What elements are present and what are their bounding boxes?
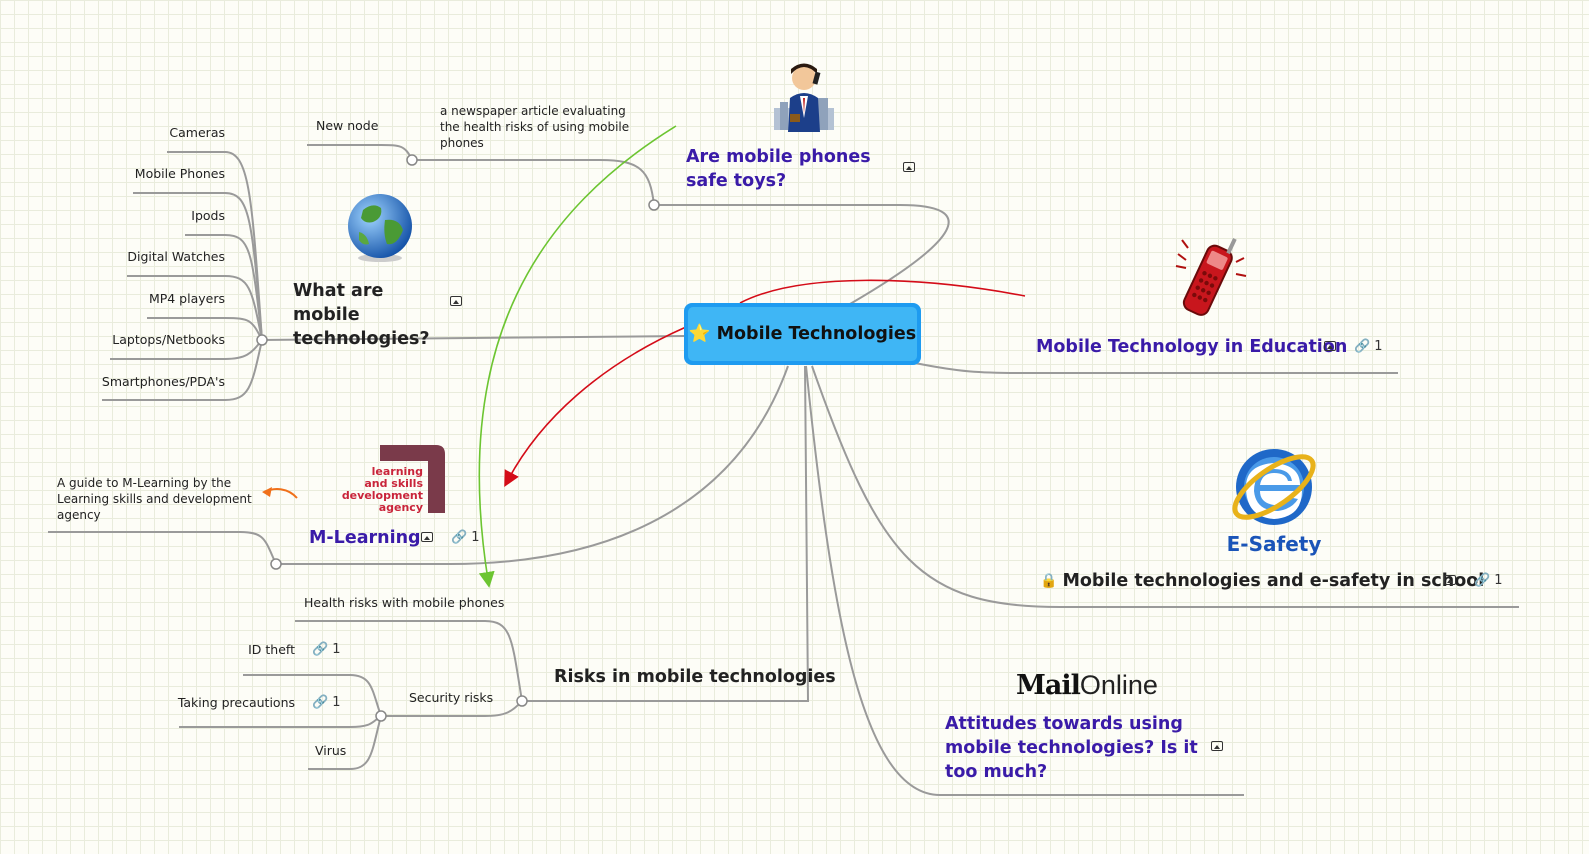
link-icon: 🔗 (312, 642, 329, 657)
subtopic-security-risks[interactable]: Security risks (409, 690, 494, 705)
link-indicator[interactable]: 🔗1 (312, 642, 340, 657)
branch-what-are (261, 335, 687, 341)
link-count: 1 (1374, 339, 1383, 354)
businessman-phone-image (772, 58, 836, 132)
branch-safe-toys (656, 204, 950, 305)
topic-risks[interactable]: Risks in mobile technologies (554, 667, 836, 687)
logo-online-text: Online (1079, 670, 1158, 700)
lock-icon: 🔒 (1040, 573, 1058, 589)
image-icon (1444, 575, 1456, 585)
image-indicator[interactable] (421, 532, 433, 542)
central-topic[interactable]: ⭐ Mobile Technologies (684, 303, 921, 365)
link-indicator[interactable]: 🔗1 (451, 530, 479, 545)
image-indicator[interactable] (903, 162, 915, 172)
esafety-caption: E-Safety (1227, 532, 1322, 556)
link-count: 1 (471, 530, 480, 545)
relation-health-green (478, 125, 677, 588)
subtopic-mlearning-note[interactable]: A guide to M-Learning by the Learning sk… (57, 476, 252, 522)
branch-risks (522, 365, 810, 702)
leaf-taking-precautions[interactable]: Taking precautions (177, 695, 295, 710)
central-topic-label: Mobile Technologies (716, 324, 917, 344)
mailonline-logo: Mail Online (1016, 670, 1158, 701)
image-icon (421, 532, 433, 542)
branch-mlearning (276, 365, 789, 565)
link-indicator[interactable]: 🔗1 (1354, 339, 1382, 354)
leaf-item[interactable]: MP4 players (148, 291, 225, 306)
subtopic-newspaper[interactable]: a newspaper article evaluating the healt… (440, 104, 630, 150)
branch-esafety (811, 365, 1519, 608)
topic-attitudes[interactable]: Attitudes towards using mobile technolog… (945, 714, 1198, 782)
topic-mlearning[interactable]: M-Learning (309, 528, 421, 548)
link-count: 1 (1494, 573, 1503, 588)
leaf-item[interactable]: Mobile Phones (134, 166, 225, 181)
logo-line: development (342, 489, 423, 502)
lsda-logo: learning and skills development agency (340, 445, 446, 514)
globe-image (343, 190, 417, 264)
image-icon (450, 296, 462, 306)
link-icon: 🔗 (312, 695, 329, 710)
link-icon: 🔗 (1474, 573, 1491, 588)
relation-education-red (739, 279, 1026, 304)
logo-mail-text: Mail (1016, 670, 1081, 701)
link-icon: 🔗 (1354, 339, 1371, 354)
image-indicator[interactable] (450, 296, 462, 306)
leaf-id-theft[interactable]: ID theft (248, 642, 295, 657)
image-indicator[interactable] (1211, 741, 1223, 751)
esafety-logo-image: E-Safety (1226, 435, 1322, 559)
link-count: 1 (332, 695, 341, 710)
red-phone-image (1172, 232, 1248, 324)
logo-line: agency (379, 501, 423, 513)
link-icon: 🔗 (451, 530, 468, 545)
link-count: 1 (332, 642, 341, 657)
image-icon (903, 162, 915, 172)
branch-newspaper (412, 159, 655, 206)
image-icon (1211, 741, 1223, 751)
relation-mlearning-red (504, 326, 687, 488)
leaf-item[interactable]: Digital Watches (127, 249, 225, 264)
link-indicator[interactable]: 🔗1 (312, 695, 340, 710)
subtopic-new-node[interactable]: New node (316, 118, 379, 133)
image-icon (1324, 341, 1336, 351)
leaf-item[interactable]: Laptops/Netbooks (112, 332, 225, 347)
branch-attitudes (805, 365, 1244, 796)
topic-safe-toys[interactable]: Are mobile phones safe toys? (686, 147, 871, 191)
subtopic-health-risks[interactable]: Health risks with mobile phones (304, 595, 505, 610)
topic-what-are[interactable]: What are mobile technologies? (293, 281, 430, 349)
link-indicator[interactable]: 🔗1 (1474, 573, 1502, 588)
image-indicator[interactable] (1324, 341, 1336, 351)
leaf-item[interactable]: Ipods (191, 208, 225, 223)
leaf-virus[interactable]: Virus (315, 743, 347, 758)
logo-line: and skills (364, 477, 423, 490)
logo-line: learning (372, 465, 423, 478)
topic-education[interactable]: Mobile Technology in Education (1036, 337, 1348, 357)
leaf-item[interactable]: Smartphones/PDA's (101, 374, 225, 389)
branch-education (914, 362, 1398, 374)
star-icon: ⭐ (688, 324, 711, 344)
branch-new-node (307, 144, 413, 161)
topic-esafety-label: Mobile technologies and e-safety in scho… (1062, 571, 1485, 591)
image-indicator[interactable] (1444, 575, 1456, 585)
topic-esafety[interactable]: 🔒 Mobile technologies and e-safety in sc… (1040, 569, 1484, 593)
leaf-item[interactable]: Cameras (169, 125, 225, 140)
